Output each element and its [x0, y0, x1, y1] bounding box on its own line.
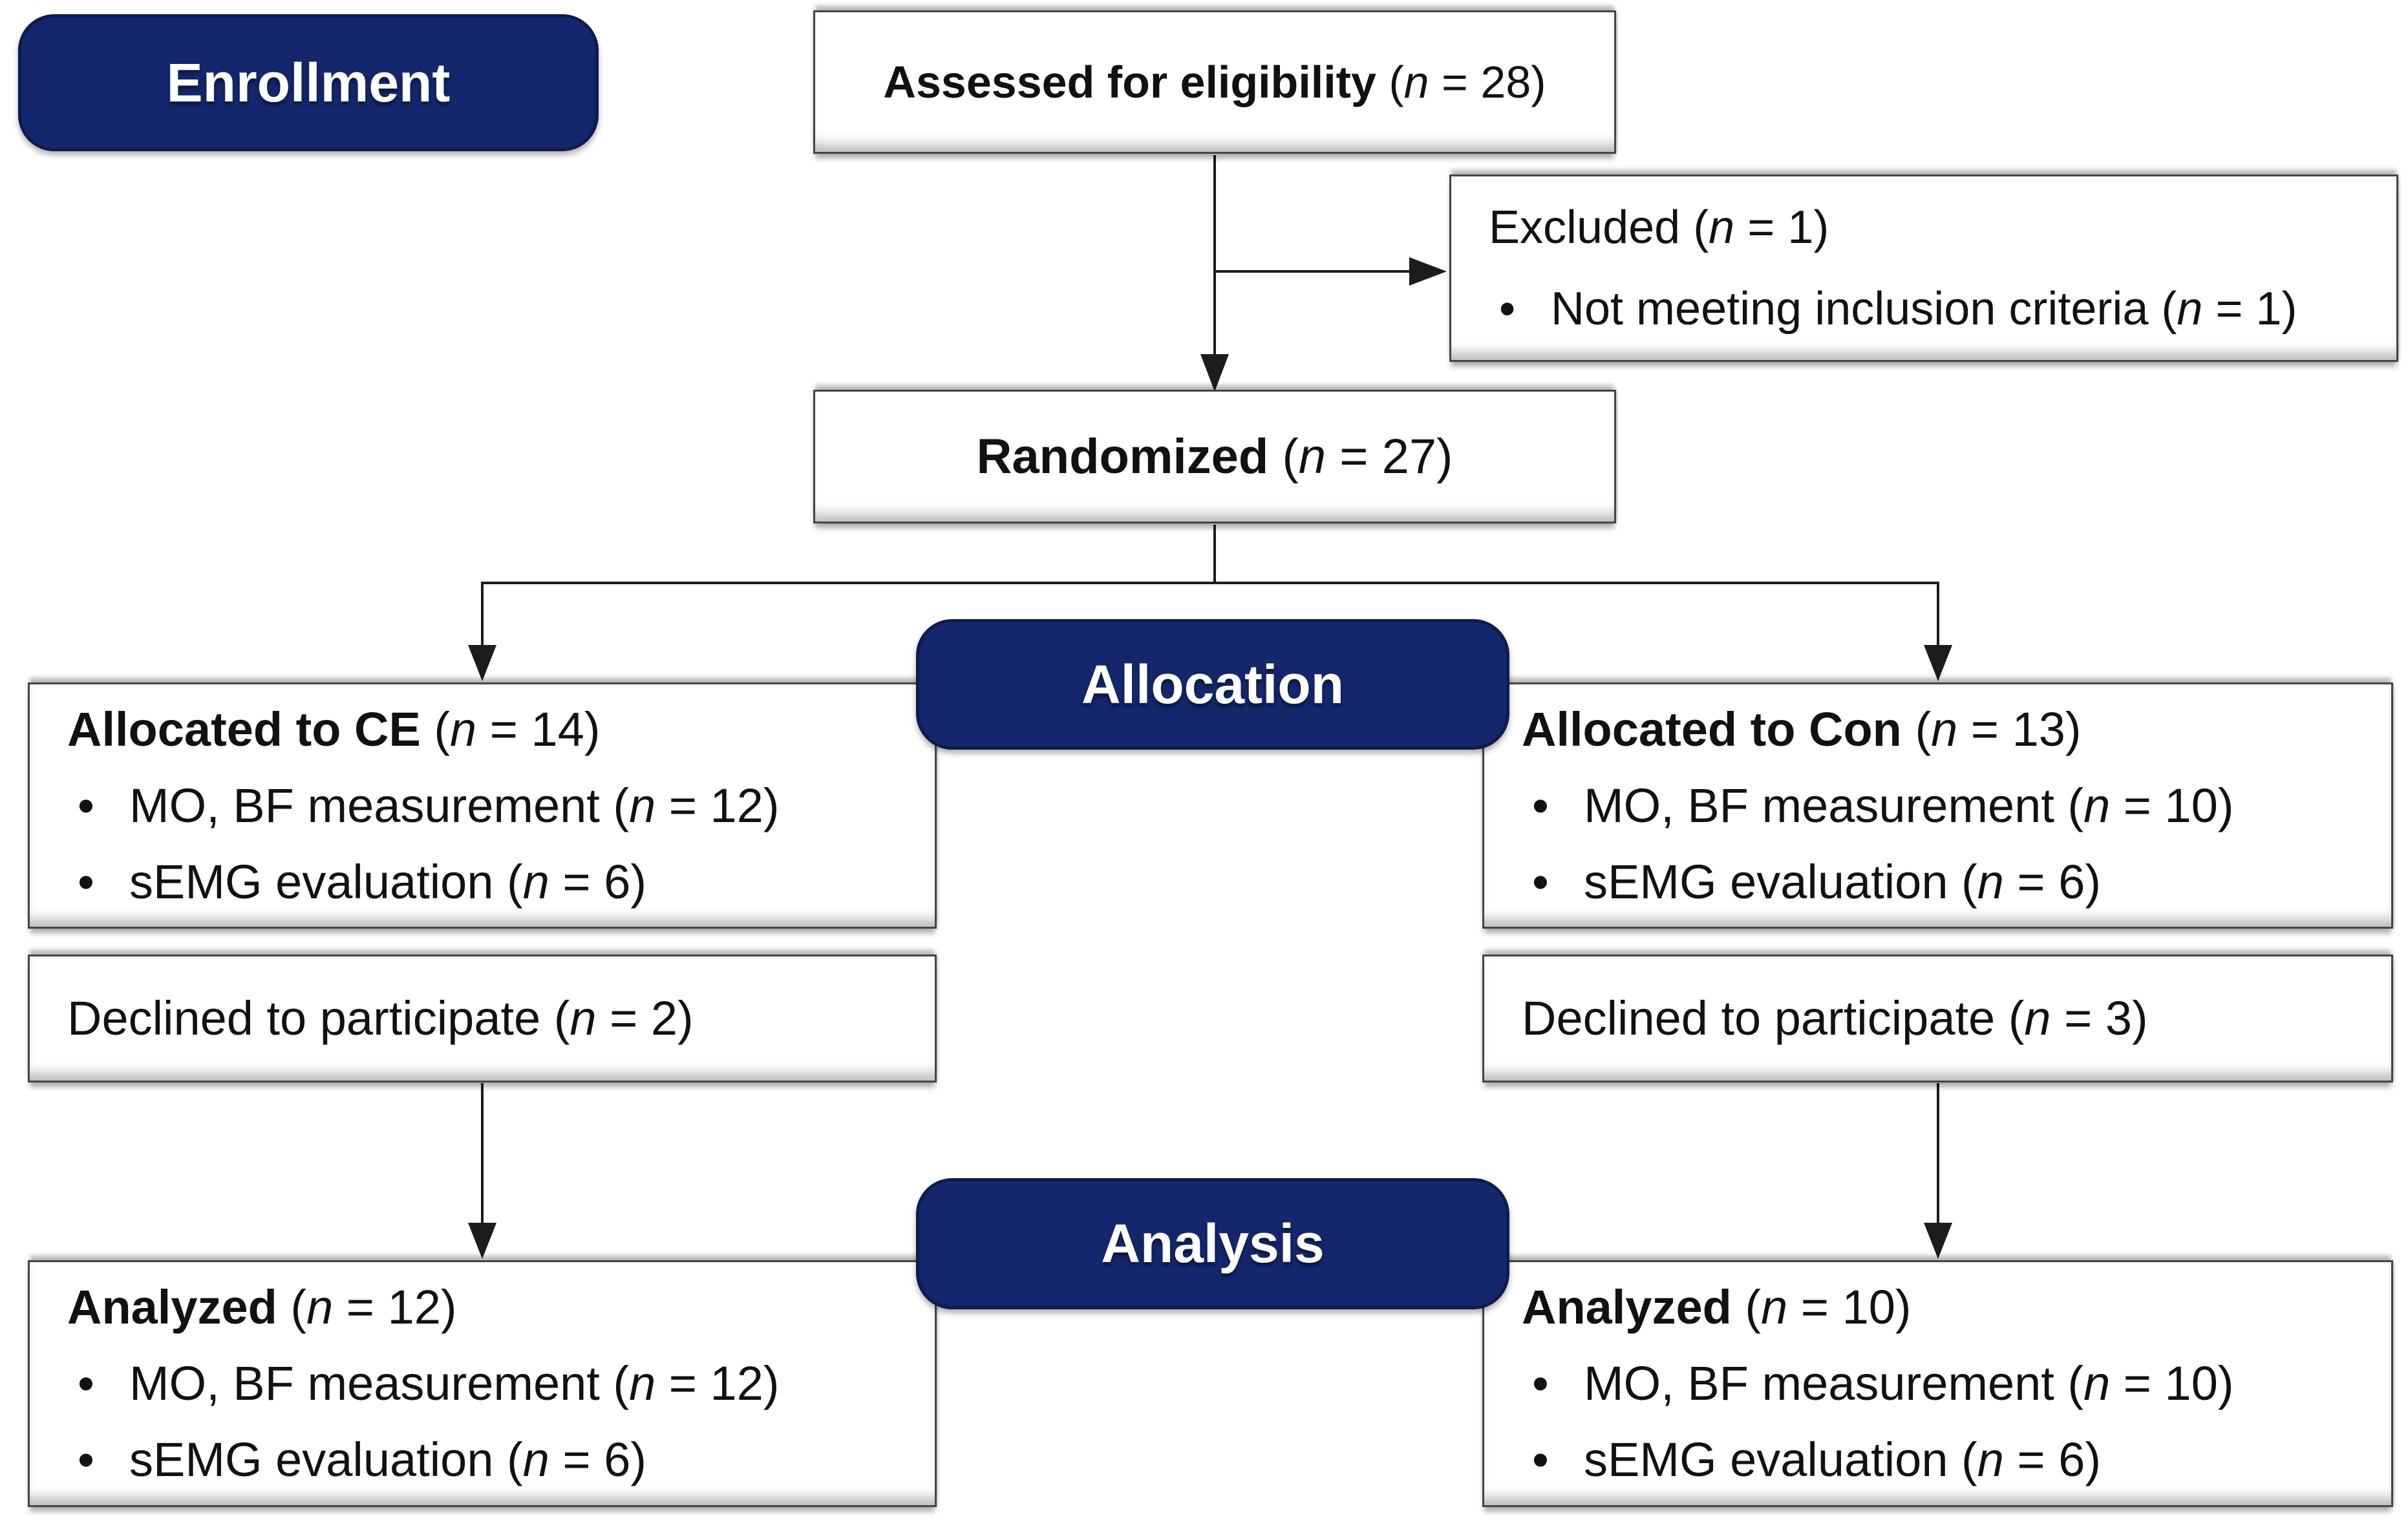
bullet-icon: •	[78, 1357, 94, 1410]
allocated-ce-title: Allocated to CE (n = 14)	[67, 692, 922, 768]
allocated-ce-bullet-1: • MO, BF measurement (n = 12)	[67, 768, 922, 844]
allocated-con-title-n: (n = 13)	[1901, 702, 2082, 756]
declined-con-box: Declined to participate (n = 3)	[1482, 955, 2393, 1082]
bullet-icon: •	[1499, 283, 1516, 335]
allocated-ce-box: Allocated to CE (n = 14) • MO, BF measur…	[28, 682, 937, 929]
allocated-con-bullet-2-text: sEMG evaluation (n = 6)	[1584, 854, 2101, 909]
arrow-declined-con-to-analyzed	[1924, 1083, 1952, 1259]
assessed-title-bold: Assessed for eligibility	[883, 57, 1376, 107]
bullet-icon: •	[1532, 854, 1549, 909]
allocated-ce-bullet-2: • sEMG evaluation (n = 6)	[67, 844, 922, 920]
excluded-title: Excluded (n = 1)	[1489, 202, 1829, 253]
allocated-con-title: Allocated to Con (n = 13)	[1522, 692, 2378, 768]
declined-ce-title: Declined to participate (n = 2)	[67, 991, 694, 1045]
randomized-split-line	[481, 525, 1939, 584]
arrow-assessed-to-randomized	[1200, 155, 1229, 392]
allocated-con-bullet-2: • sEMG evaluation (n = 6)	[1522, 844, 2378, 920]
allocated-ce-bullet-1-text: MO, BF measurement (n = 12)	[129, 778, 780, 832]
analyzed-con-bullet-1-text: MO, BF measurement (n = 10)	[1584, 1357, 2234, 1410]
analysis-stage-label: Analysis	[1101, 1213, 1325, 1274]
assessed-title-n: (n = 28)	[1376, 57, 1546, 107]
analysis-stage-badge: Analysis	[916, 1178, 1509, 1309]
analyzed-ce-title-n: (n = 12)	[277, 1280, 457, 1334]
bullet-icon: •	[1532, 778, 1549, 832]
analyzed-con-box: Analyzed (n = 10) • MO, BF measurement (…	[1482, 1260, 2393, 1507]
analyzed-ce-bullet-1: • MO, BF measurement (n = 12)	[67, 1346, 922, 1422]
arrow-declined-ce-to-analyzed	[468, 1083, 496, 1259]
allocated-ce-bullet-2-text: sEMG evaluation (n = 6)	[129, 854, 646, 909]
analyzed-ce-bullet-2-text: sEMG evaluation (n = 6)	[129, 1433, 646, 1486]
enrollment-stage-badge: Enrollment	[18, 14, 599, 151]
analyzed-ce-title: Analyzed (n = 12)	[67, 1269, 922, 1346]
analyzed-ce-title-bold: Analyzed	[67, 1280, 277, 1334]
bullet-icon: •	[78, 1433, 94, 1486]
analyzed-con-title-n: (n = 10)	[1731, 1280, 1912, 1334]
assessed-title: Assessed for eligibility (n = 28)	[883, 44, 1546, 120]
analyzed-ce-bullet-2: • sEMG evaluation (n = 6)	[67, 1422, 922, 1498]
excluded-box: Excluded (n = 1) • Not meeting inclusion…	[1449, 174, 2398, 362]
allocated-con-box: Allocated to Con (n = 13) • MO, BF measu…	[1482, 682, 2393, 929]
randomized-title-bold: Randomized	[976, 428, 1269, 484]
allocation-stage-badge: Allocation	[916, 619, 1509, 750]
allocated-con-bullet-1-text: MO, BF measurement (n = 10)	[1584, 778, 2234, 832]
analyzed-con-bullet-2: • sEMG evaluation (n = 6)	[1522, 1422, 2378, 1498]
allocated-con-bullet-1: • MO, BF measurement (n = 10)	[1522, 768, 2378, 844]
allocation-stage-label: Allocation	[1081, 653, 1344, 715]
analyzed-ce-box: Analyzed (n = 12) • MO, BF measurement (…	[28, 1260, 937, 1507]
declined-con-title: Declined to participate (n = 3)	[1522, 991, 2148, 1045]
bullet-icon: •	[1532, 1357, 1549, 1410]
allocated-ce-title-bold: Allocated to CE	[67, 702, 421, 756]
analyzed-con-bullet-2-text: sEMG evaluation (n = 6)	[1584, 1433, 2101, 1486]
arrow-to-alloc-con	[1924, 583, 1952, 681]
enrollment-stage-label: Enrollment	[166, 52, 451, 113]
analyzed-con-title-bold: Analyzed	[1522, 1280, 1732, 1334]
arrow-to-excluded	[1215, 257, 1447, 286]
randomized-title: Randomized (n = 27)	[977, 419, 1453, 495]
excluded-bullet-1: • Not meeting inclusion criteria (n = 1)	[1489, 268, 2383, 350]
bullet-icon: •	[78, 778, 94, 832]
analyzed-ce-bullet-1-text: MO, BF measurement (n = 12)	[129, 1357, 780, 1410]
randomized-title-n: (n = 27)	[1268, 428, 1453, 484]
declined-ce-box: Declined to participate (n = 2)	[28, 955, 937, 1082]
bullet-icon: •	[78, 854, 94, 909]
bullet-icon: •	[1532, 1433, 1549, 1486]
assessed-box: Assessed for eligibility (n = 28)	[813, 10, 1616, 154]
allocated-con-title-bold: Allocated to Con	[1522, 702, 1902, 756]
analyzed-con-bullet-1: • MO, BF measurement (n = 10)	[1522, 1346, 2378, 1422]
excluded-bullet-1-text: Not meeting inclusion criteria (n = 1)	[1551, 283, 2297, 335]
analyzed-con-title: Analyzed (n = 10)	[1522, 1269, 2378, 1346]
arrow-to-alloc-ce	[468, 583, 496, 681]
allocated-ce-title-n: (n = 14)	[420, 702, 601, 756]
randomized-box: Randomized (n = 27)	[813, 390, 1616, 523]
